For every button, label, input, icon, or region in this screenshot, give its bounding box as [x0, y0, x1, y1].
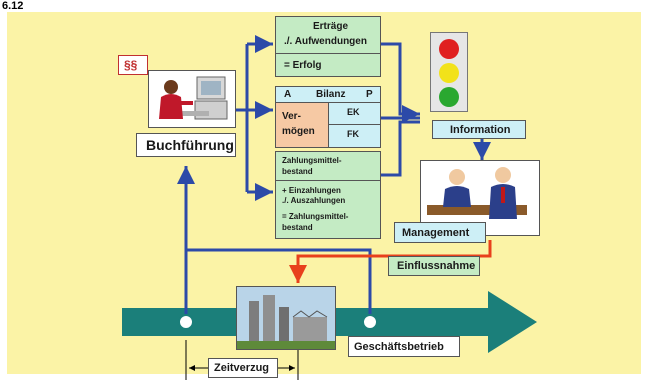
assets-label-line2: mögen — [282, 126, 315, 137]
revenue-label: Erträge — [313, 21, 349, 32]
law-badge: §§ — [118, 55, 148, 75]
expenses-label: ./. Aufwendungen — [284, 36, 367, 47]
cash-in-label: + Einzahlungen — [282, 186, 341, 195]
slide-number: 6.12 — [2, 0, 24, 12]
profit-divider — [276, 53, 380, 54]
factory-icon — [237, 295, 335, 349]
information-box: Information — [432, 120, 526, 139]
profit-loss-box: Erträge ./. Aufwendungen = Erfolg — [275, 16, 381, 77]
business-illustration — [236, 286, 336, 350]
management-box: Management — [394, 222, 486, 243]
cash-flow-box: Zahlungsmittel- bestand + Einzahlungen .… — [275, 151, 381, 239]
process-node-right — [362, 314, 378, 330]
cash-result-line1: = Zahlungsmittel- — [282, 212, 349, 221]
management-label: Management — [402, 227, 470, 239]
operations-label: Geschäftsbetrieb — [354, 341, 444, 353]
debt-label: FK — [347, 129, 359, 139]
cash-result-line2: bestand — [282, 223, 313, 232]
profit-result-label: = Erfolg — [284, 60, 322, 71]
cash-divider — [276, 180, 380, 181]
cash-to-info-line — [381, 120, 420, 177]
delay-label: Zeitverzug — [214, 362, 270, 374]
traffic-light-red-icon — [439, 39, 459, 59]
equity-label: EK — [347, 107, 360, 117]
influence-label: Einflussnahme — [397, 260, 476, 272]
accountant-illustration — [148, 70, 236, 128]
assets-cell: Ver- mögen — [276, 103, 329, 147]
cash-out-label: ./. Auszahlungen — [282, 196, 346, 205]
process-node-left — [178, 314, 194, 330]
information-label: Information — [450, 124, 511, 136]
accountant-icon — [159, 76, 228, 120]
accounting-title-box: Buchführung — [136, 133, 236, 157]
cash-title-line1: Zahlungsmittel- — [282, 156, 342, 165]
assets-label-line1: Ver- — [282, 111, 301, 122]
cash-title-line2: bestand — [282, 167, 313, 176]
balance-sheet-box: A Bilanz P Ver- mögen EK FK — [275, 86, 381, 148]
traffic-light-yellow-icon — [439, 63, 459, 83]
accounting-title: Buchführung — [146, 137, 234, 153]
delay-box: Zeitverzug — [208, 358, 278, 378]
traffic-light-green-icon — [439, 87, 459, 107]
profit-to-info-line — [381, 42, 420, 123]
balance-assets-header: A — [284, 89, 292, 100]
balance-title: Bilanz — [316, 89, 346, 100]
law-badge-text: §§ — [124, 58, 138, 72]
equity-debt-divider — [329, 124, 380, 125]
process-loop-line — [186, 248, 372, 318]
balance-header-divider — [276, 102, 380, 103]
operations-box: Geschäftsbetrieb — [348, 336, 460, 357]
influence-box: Einflussnahme — [388, 256, 480, 276]
traffic-light — [430, 32, 468, 112]
balance-liabilities-header: P — [366, 89, 373, 100]
managers-icon — [427, 167, 527, 219]
